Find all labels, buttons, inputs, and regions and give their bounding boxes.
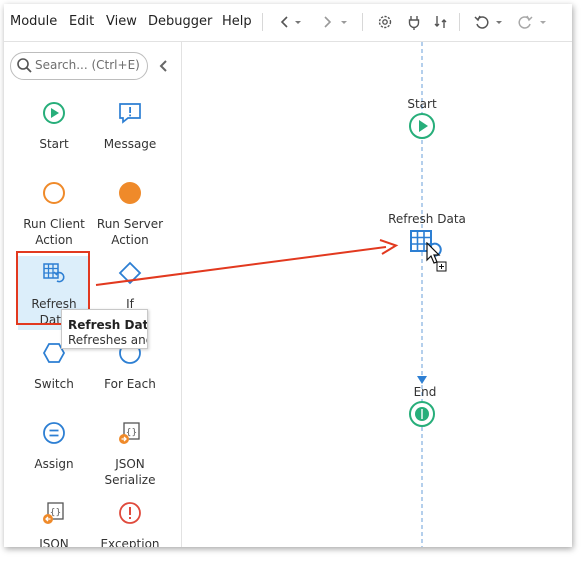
menu-module[interactable]: Module xyxy=(10,14,58,29)
menu-help[interactable]: Help xyxy=(222,14,252,29)
switch-icon xyxy=(42,343,66,363)
tool-label: Run Client Action xyxy=(23,217,85,247)
tool-message[interactable]: Message xyxy=(94,100,166,152)
tool-run-server-action[interactable]: Run Server Action xyxy=(94,180,166,248)
refresh-node-label: Refresh Data xyxy=(388,212,466,226)
tool-label: Start xyxy=(39,137,69,151)
start-icon xyxy=(43,102,65,124)
cursor-copy-icon xyxy=(426,242,447,272)
gear-icon[interactable] xyxy=(376,13,394,31)
back-dropdown-icon[interactable] xyxy=(293,13,303,31)
menu-bar: Module Edit View Debugger Help xyxy=(4,4,572,42)
highlight-box xyxy=(16,251,90,325)
exception-handler-icon xyxy=(119,502,141,524)
tooltip-title: Refresh Data xyxy=(68,318,148,332)
toolbar-separator xyxy=(459,13,460,31)
undo-dropdown-icon[interactable] xyxy=(494,13,504,31)
tool-switch[interactable]: Switch xyxy=(18,340,90,392)
assign-icon xyxy=(43,422,65,444)
if-icon xyxy=(118,261,142,285)
search-input[interactable] xyxy=(35,56,143,74)
tool-run-client-action[interactable]: Run Client Action xyxy=(18,180,90,248)
menu-edit[interactable]: Edit xyxy=(69,14,95,29)
tool-label: JSON Deserialize xyxy=(39,537,69,547)
flow-connectors xyxy=(417,42,427,547)
forward-dropdown-icon[interactable] xyxy=(339,13,349,31)
undo-icon[interactable] xyxy=(473,13,491,31)
tool-label: Assign xyxy=(34,457,74,471)
end-node-label: End xyxy=(413,385,437,399)
tool-exception-handler[interactable]: Exception Handler xyxy=(94,500,166,547)
message-icon xyxy=(119,103,141,124)
sort-icon[interactable] xyxy=(432,13,450,31)
flow-arrowhead xyxy=(417,376,427,384)
svg-text:{}: {} xyxy=(126,428,137,438)
tool-label: JSON Serialize xyxy=(104,457,156,487)
tool-json-deserialize[interactable]: {} JSON Deserialize xyxy=(18,500,90,547)
svg-text:{}: {} xyxy=(50,508,61,518)
search-box[interactable] xyxy=(10,52,148,80)
json-serialize-icon: {} xyxy=(119,422,140,444)
tool-label: For Each xyxy=(104,377,156,391)
plug-icon[interactable] xyxy=(405,13,423,31)
menu-view[interactable]: View xyxy=(106,14,137,29)
back-arrow-icon[interactable] xyxy=(276,13,294,31)
end-node-icon[interactable] xyxy=(408,400,436,428)
toolbar-separator xyxy=(362,13,363,31)
toolbar-separator xyxy=(262,13,263,31)
start-node-icon[interactable] xyxy=(408,112,436,140)
toolbox-panel: Start Message Run Client Action Run Serv… xyxy=(4,42,182,547)
forward-arrow-icon[interactable] xyxy=(318,13,336,31)
tool-assign[interactable]: Assign xyxy=(18,420,90,472)
run-server-action-icon xyxy=(119,182,141,204)
menu-debugger[interactable]: Debugger xyxy=(148,14,213,29)
search-icon xyxy=(17,58,32,73)
tool-json-serialize[interactable]: {} JSON Serialize xyxy=(94,420,166,488)
tooltip-description: Refreshes and xyxy=(68,333,148,347)
collapse-panel-icon[interactable] xyxy=(157,59,169,73)
refresh-data-node-icon[interactable] xyxy=(408,228,442,258)
tool-start[interactable]: Start xyxy=(18,100,90,152)
redo-icon[interactable] xyxy=(516,13,534,31)
redo-dropdown-icon[interactable] xyxy=(538,13,548,31)
tool-label: Exception Handler xyxy=(100,537,160,547)
run-client-action-icon xyxy=(43,182,65,204)
tool-label: Message xyxy=(103,137,157,151)
refresh-data-icon xyxy=(43,263,65,283)
tool-label: Run Server Action xyxy=(96,217,164,247)
json-deserialize-icon: {} xyxy=(43,502,64,524)
flow-canvas[interactable]: Start Refresh Data End xyxy=(182,42,572,547)
tool-label: If xyxy=(126,297,134,311)
app-window: Module Edit View Debugger Help xyxy=(4,4,572,547)
tool-if[interactable]: If xyxy=(94,260,166,312)
start-node-label: Start xyxy=(407,97,437,111)
tooltip-refresh-data: Refresh Data Refreshes and xyxy=(61,309,148,349)
tool-label: Switch xyxy=(34,377,74,391)
